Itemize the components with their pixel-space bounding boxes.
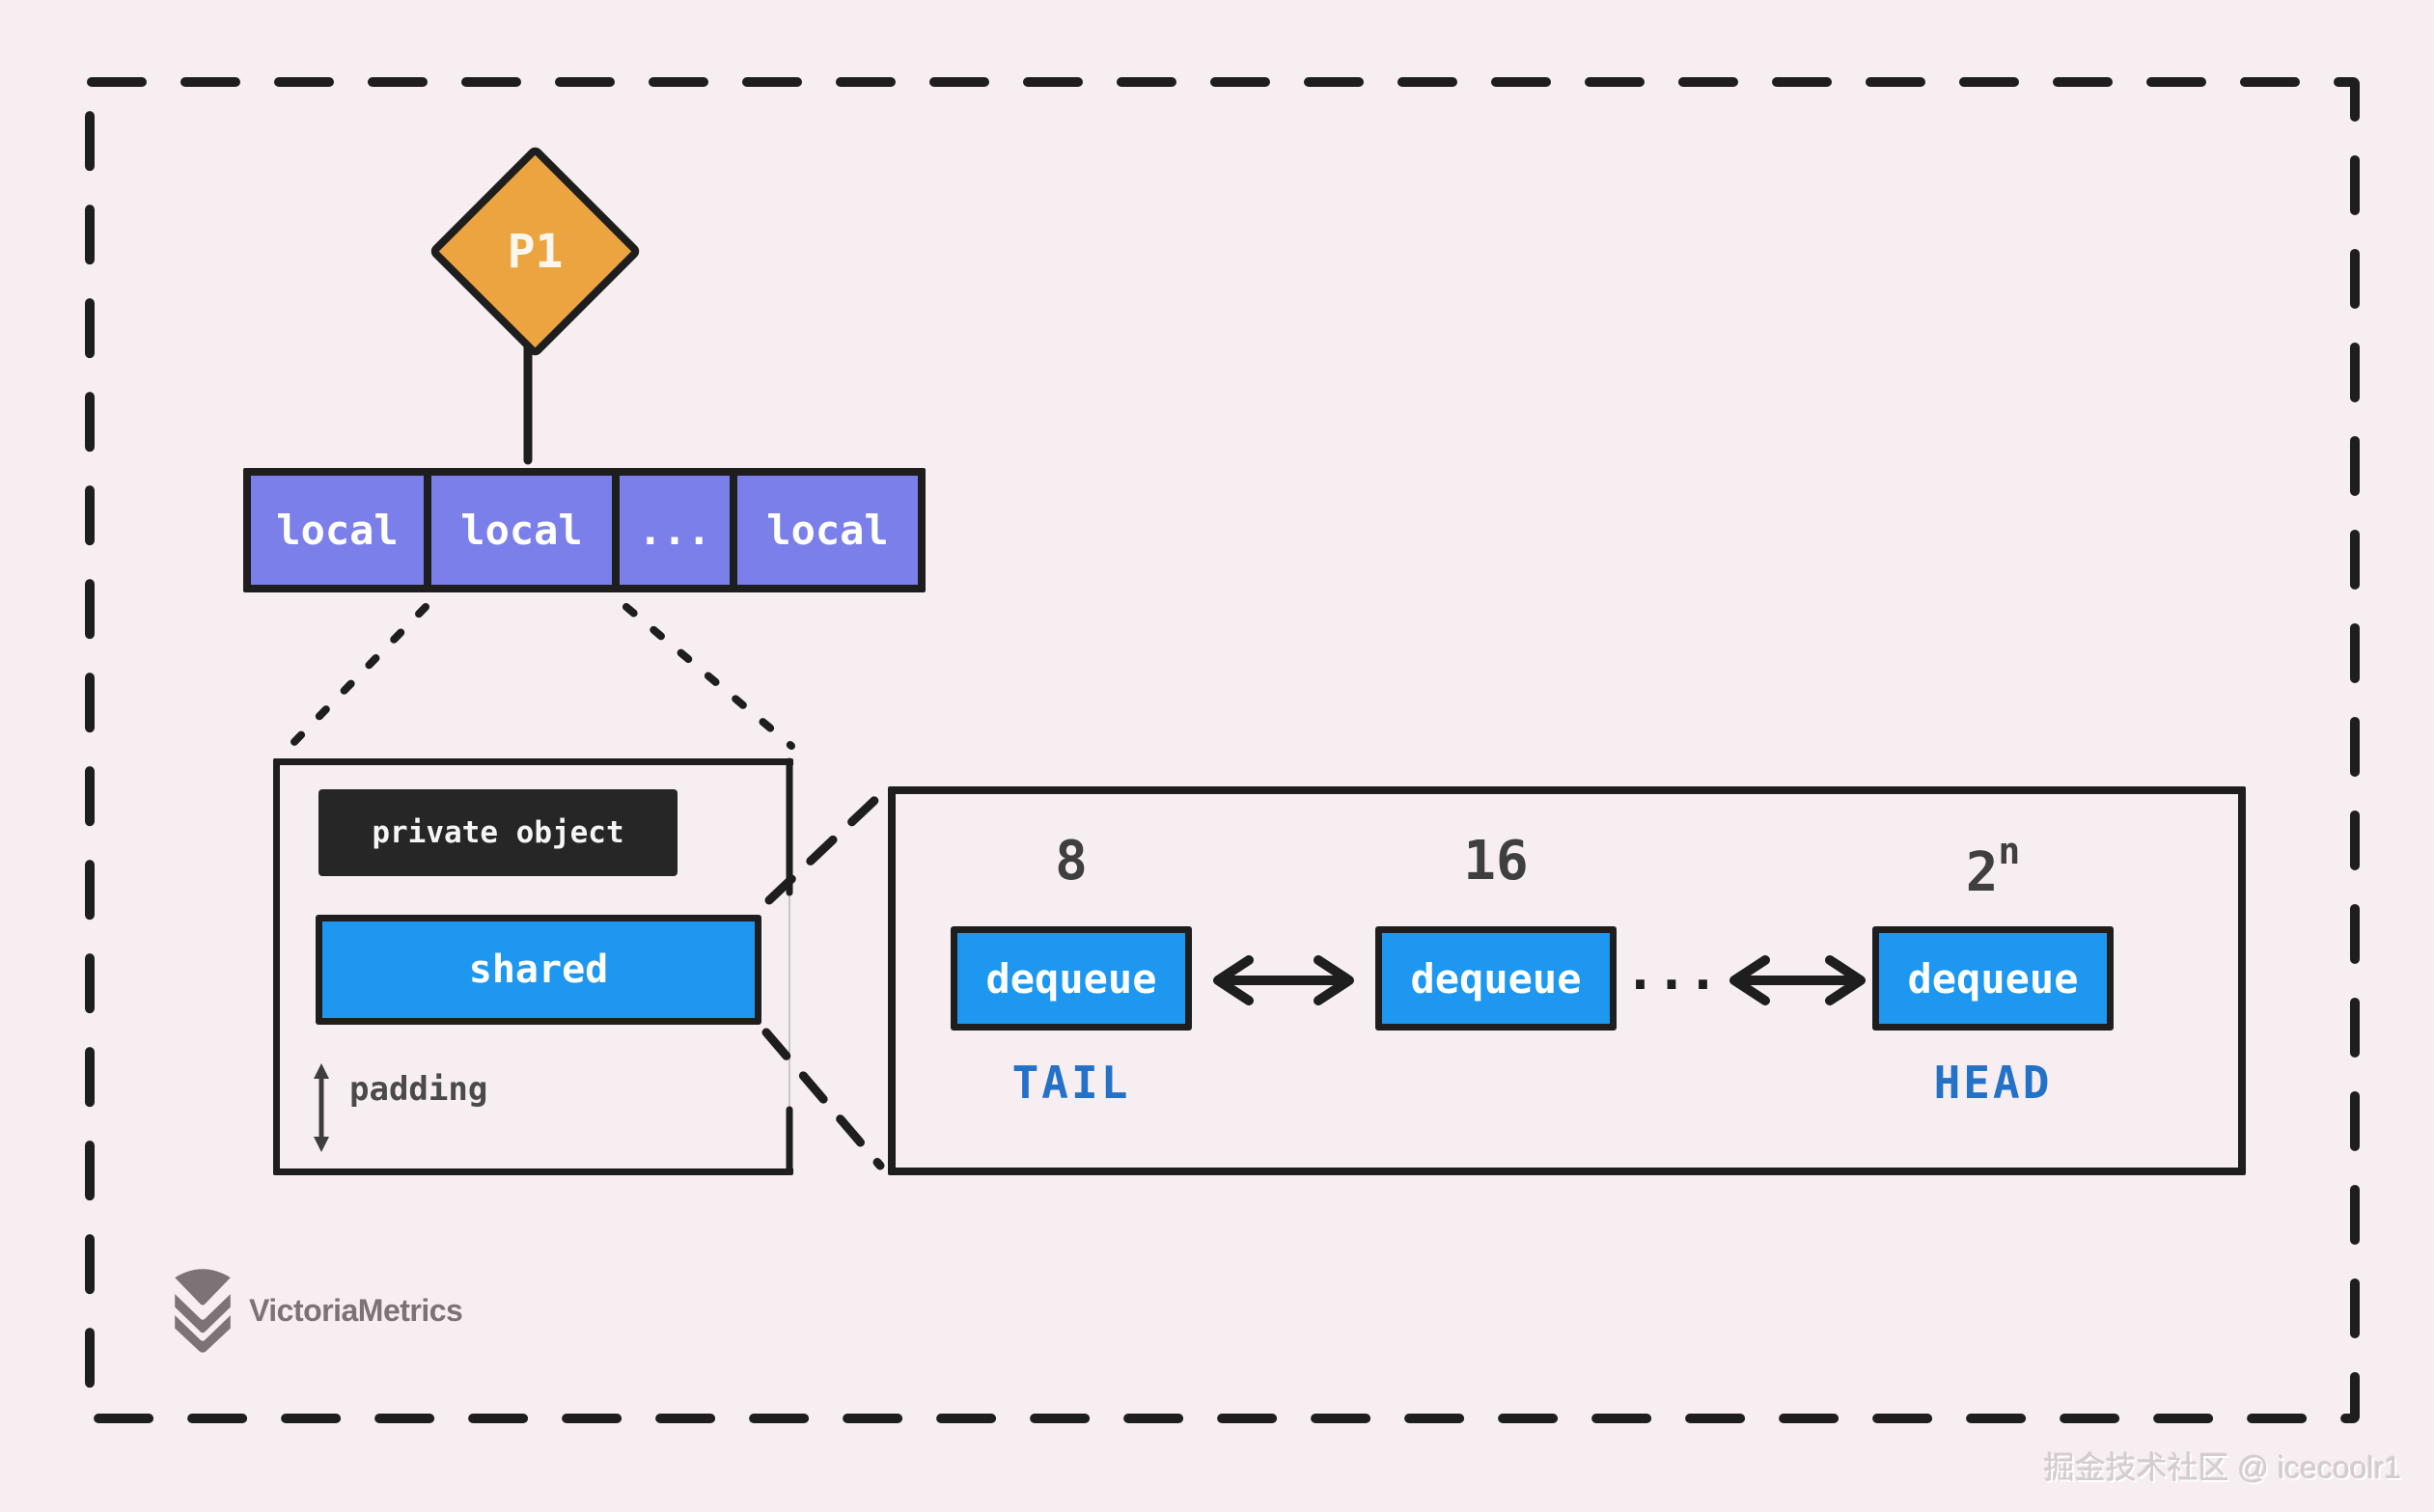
community-watermark: 掘金技术社区 @ icecoolr1 <box>2043 1450 2401 1485</box>
dequeue-label: dequeue <box>1410 954 1582 1003</box>
dequeue-size-exponent: n <box>1998 830 2021 872</box>
dequeue-box-head: dequeue <box>1872 926 2114 1031</box>
local-cell-ellipsis: ... <box>612 476 730 585</box>
dequeue-label: dequeue <box>985 954 1157 1003</box>
local-cell-label: local <box>766 507 889 554</box>
dequeue-box-middle: dequeue <box>1375 926 1617 1031</box>
padding-label: padding <box>349 1070 488 1109</box>
local-array: local local ... local <box>243 468 926 592</box>
local-cell: local <box>730 476 918 585</box>
dequeue-label: dequeue <box>1907 954 2079 1003</box>
dequeue-size-label: 2n <box>1966 830 2021 904</box>
local-cell-label: local <box>460 507 583 554</box>
shared-label: shared <box>468 948 609 992</box>
dequeue-size-label: 16 <box>1463 830 1529 893</box>
zoom-dotted-line-right <box>622 603 795 750</box>
victoriametrics-logo: VictoriaMetrics <box>166 1268 463 1353</box>
local-cell-label: local <box>276 507 399 554</box>
processor-node: P1 <box>428 144 643 359</box>
private-object-box: private object <box>318 789 678 876</box>
victoriametrics-logo-icon <box>175 1269 231 1353</box>
outer-dashed-frame <box>85 77 2360 1423</box>
shared-box: shared <box>316 915 761 1025</box>
processor-label: P1 <box>507 224 564 279</box>
local-cell: local <box>251 476 424 585</box>
zoom-dotted-line-left <box>287 603 429 750</box>
pool-detail-box: private object shared padding <box>273 758 793 1175</box>
dequeue-chain-box: 8 16 2n dequeue dequeue ... dequeue TAIL… <box>888 786 2246 1175</box>
chain-ellipsis: ... <box>1624 941 1719 1002</box>
tail-label: TAIL <box>1011 1057 1131 1109</box>
victoriametrics-wordmark: VictoriaMetrics <box>249 1292 463 1328</box>
dequeue-size-base: 2 <box>1965 841 1999 904</box>
dequeue-size-label: 8 <box>1055 830 1088 893</box>
head-label: HEAD <box>1933 1057 2053 1109</box>
dequeue-box-tail: dequeue <box>951 926 1192 1031</box>
local-cell: local <box>424 476 612 585</box>
local-cell-label: ... <box>638 507 711 554</box>
private-object-label: private object <box>372 815 624 850</box>
